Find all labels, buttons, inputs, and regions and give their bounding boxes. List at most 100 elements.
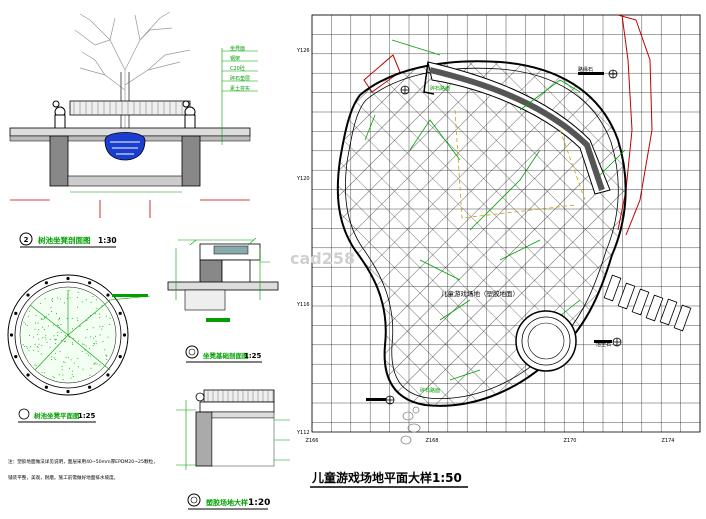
pit-dot xyxy=(72,328,74,330)
grid-label-y: Y126 xyxy=(296,48,310,54)
pit-dot xyxy=(34,328,36,330)
bench-bolt xyxy=(66,276,70,281)
tree-note: 坐凳面 xyxy=(230,45,245,52)
round-plan-scale: 1:25 xyxy=(78,412,96,420)
pit-dot xyxy=(35,322,37,324)
round-plan-circle xyxy=(18,408,30,420)
paver-label: 路缘石 xyxy=(578,66,593,73)
edge-detail-scale: 1:20 xyxy=(248,498,270,508)
pit-dot xyxy=(44,336,46,338)
bench-bolt xyxy=(44,385,48,389)
pit-dot xyxy=(99,364,101,366)
pit-dot xyxy=(86,329,88,331)
pit-dot xyxy=(59,298,61,300)
pit-dot xyxy=(48,314,50,316)
paver-block xyxy=(617,282,636,310)
pit-dot xyxy=(59,317,61,319)
pit-dot xyxy=(76,317,78,319)
bench-bolt xyxy=(106,373,110,377)
pit-dot xyxy=(53,324,55,326)
pit-texture xyxy=(22,290,111,381)
pit-dot xyxy=(28,350,30,352)
edge-title-inner xyxy=(190,496,198,504)
seat-ground xyxy=(167,281,279,291)
pit-dot xyxy=(61,369,63,371)
pit-dot xyxy=(42,326,44,328)
pit-dot xyxy=(67,357,69,359)
pit-dot xyxy=(77,306,79,308)
grid-label-y: Y120 xyxy=(296,176,310,182)
pit-dot xyxy=(66,297,68,299)
bench-bolt xyxy=(26,293,30,297)
pit-dot xyxy=(45,334,47,336)
tree-note: 碎石垫层 xyxy=(230,75,250,82)
pit-dot xyxy=(81,350,83,352)
pit-dot xyxy=(48,325,50,327)
pit-dot xyxy=(84,349,86,351)
pit-dot xyxy=(79,325,81,327)
pit-dot xyxy=(56,313,58,315)
edge-label-right: 池坐石 xyxy=(596,341,611,348)
seat-title-inner xyxy=(188,348,196,356)
pit-dot xyxy=(54,357,56,359)
pit-dot xyxy=(61,339,63,341)
pit-dot xyxy=(25,323,27,325)
pit-dot xyxy=(26,324,28,326)
round-plan-title: 树池坐凳平面图 xyxy=(34,411,80,420)
grid-label-x: Z166 xyxy=(306,438,319,444)
pit-dot xyxy=(83,343,85,345)
root-ball xyxy=(104,132,146,161)
pit-dot xyxy=(68,290,70,292)
pit-dot xyxy=(87,354,89,356)
edge-detail-title: 塑胶场地大样 xyxy=(206,498,248,507)
pit-dot xyxy=(107,336,109,338)
pit-dot xyxy=(53,377,55,379)
pit-dot xyxy=(109,324,111,326)
pit-dot xyxy=(49,338,51,340)
pit-dot xyxy=(50,359,52,361)
pit-dot xyxy=(51,299,53,301)
pit-dot xyxy=(52,298,54,300)
grid-label-x: Z168 xyxy=(426,438,439,444)
bench-bolt xyxy=(14,311,18,315)
pit-dot xyxy=(64,361,66,363)
pit-dot xyxy=(92,296,94,298)
pit-dot xyxy=(44,372,46,374)
pit-dot xyxy=(106,355,108,357)
pit-dot xyxy=(55,359,57,361)
pit-dot xyxy=(58,326,60,328)
pit-dot xyxy=(101,305,103,307)
pit-dot xyxy=(28,335,30,337)
pit-dot xyxy=(106,358,108,360)
watermark: cad258 xyxy=(290,249,355,268)
grid-label-x: Z170 xyxy=(564,438,577,444)
pit-dot xyxy=(63,302,65,304)
section-number: 2 xyxy=(24,236,29,244)
bench-bolt xyxy=(122,333,127,337)
edge-bolt xyxy=(195,392,205,402)
pit-dot xyxy=(77,366,79,368)
arc-seat-end xyxy=(423,61,435,95)
pit-dot xyxy=(94,313,96,315)
pit-dot xyxy=(86,352,88,354)
pit-dot xyxy=(99,326,101,328)
pit-dot xyxy=(105,315,107,317)
playground-hatch xyxy=(337,61,626,406)
pit-dot xyxy=(77,357,79,359)
pit-dot xyxy=(53,335,55,337)
pit-dot xyxy=(26,346,28,348)
pit-dot xyxy=(70,359,72,361)
pit-dot xyxy=(57,297,59,299)
root-ball-lines xyxy=(110,141,140,155)
pit-dot xyxy=(73,337,75,339)
seat-foundation-section: 坐凳基础剖面图 1:25 xyxy=(167,237,279,363)
pit-dim-label xyxy=(112,294,148,297)
edge-seat xyxy=(203,389,275,403)
pit-dot xyxy=(45,316,47,318)
pit-dot xyxy=(92,345,94,347)
bench-bolt xyxy=(26,373,30,377)
section-cut xyxy=(99,200,151,218)
plan-scale: 1:50 xyxy=(432,471,462,485)
